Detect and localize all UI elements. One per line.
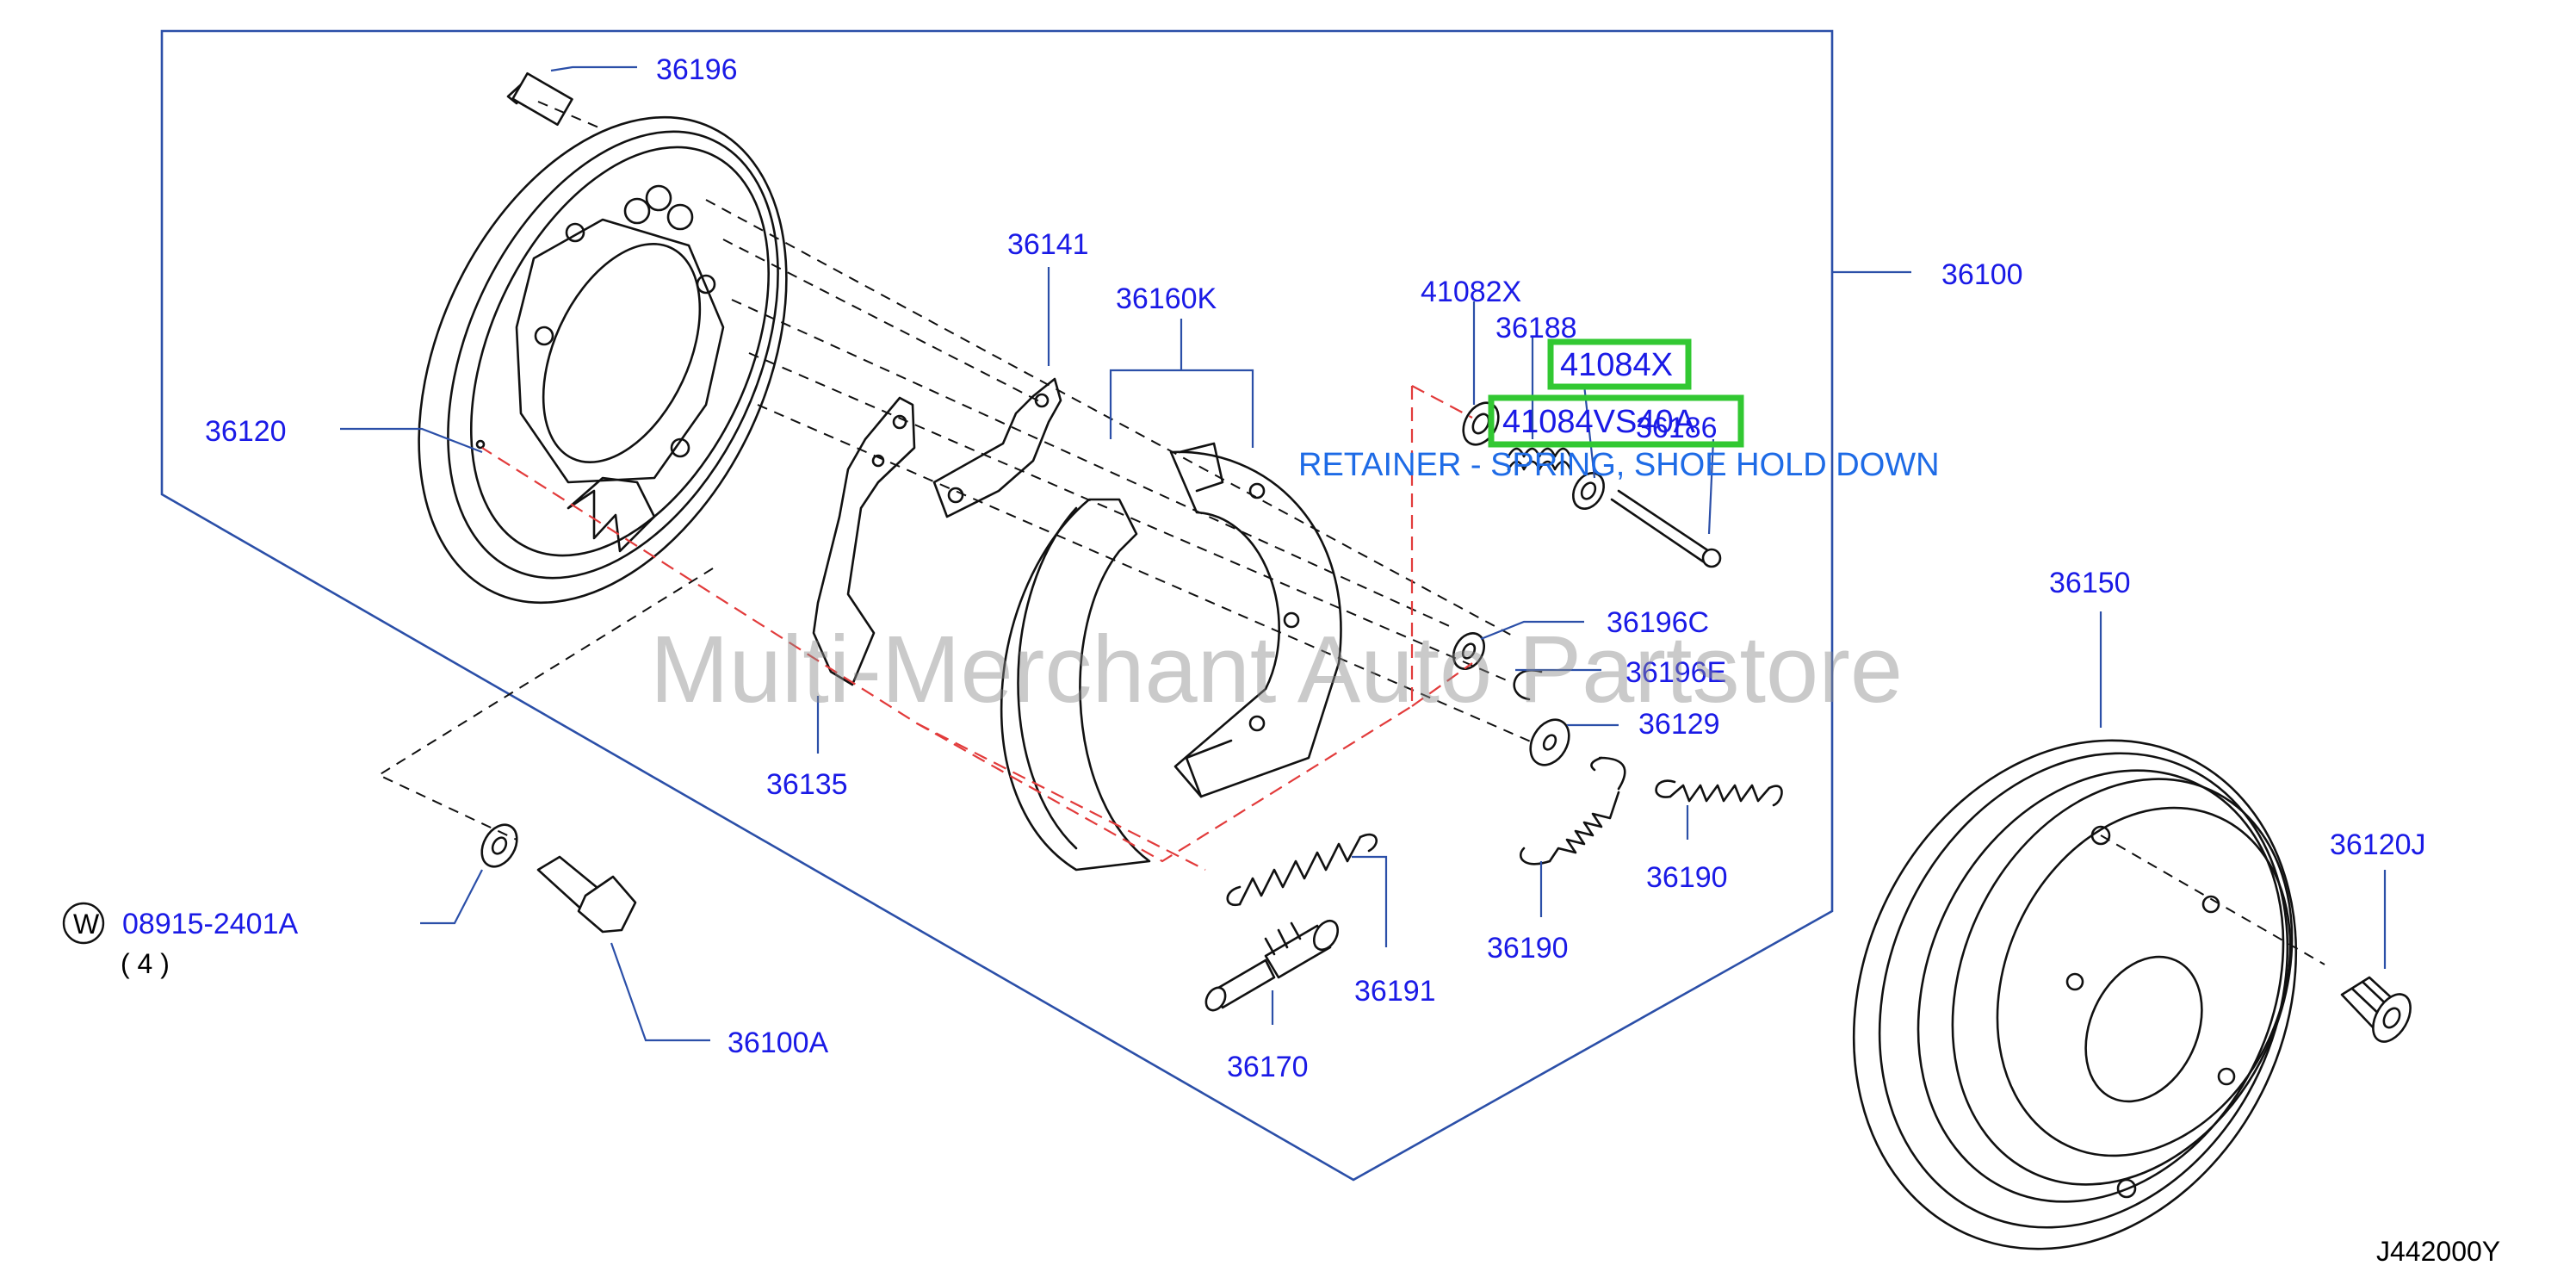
leader-lines	[340, 65, 2387, 1042]
assembly-frame	[160, 29, 1834, 1182]
highlight-box-41084x	[1547, 338, 1692, 390]
return-spring-right-part[interactable]	[1655, 779, 1783, 807]
diagram-code: J442000Y	[2376, 1236, 2500, 1267]
part-caption: RETAINER - SPRING, SHOE HOLD DOWN	[1298, 447, 1940, 483]
washer-36129-part[interactable]	[1523, 713, 1577, 772]
strut-36135-part[interactable]	[812, 396, 916, 686]
quantity-label: ( 4 )	[121, 948, 170, 979]
label-36191[interactable]: 36191	[1354, 975, 1436, 1008]
label-41084vs40a[interactable]: 41084VS40A	[1502, 404, 1696, 440]
washer-08915-part[interactable]	[474, 818, 523, 872]
red-alignment-lines	[481, 385, 1473, 871]
bolt-36196-part[interactable]	[506, 71, 573, 127]
label-36120[interactable]: 36120	[205, 415, 287, 448]
label-36120j[interactable]: 36120J	[2330, 828, 2426, 861]
brake-shoe-set-part[interactable]	[1000, 442, 1342, 872]
label-36190-lower[interactable]: 36190	[1487, 932, 1569, 965]
label-36150[interactable]: 36150	[2049, 567, 2131, 599]
label-36129[interactable]: 36129	[1638, 708, 1720, 741]
w-marker-letter: W	[73, 909, 100, 940]
lever-36141-part[interactable]	[932, 377, 1062, 518]
label-36190-right[interactable]: 36190	[1646, 861, 1728, 894]
brake-drum-part[interactable]	[1773, 667, 2377, 1278]
label-36186[interactable]: 36186	[1636, 412, 1718, 444]
label-36196e[interactable]: 36196E	[1625, 656, 1726, 689]
return-spring-upper-part[interactable]	[1519, 756, 1626, 865]
label-41084x[interactable]: 41084X	[1560, 347, 1673, 383]
retainer-41084x-part[interactable]	[1567, 468, 1610, 514]
bolt-36100a-part[interactable]	[536, 855, 637, 934]
hold-down-spring-part[interactable]	[1507, 447, 1572, 471]
label-36100[interactable]: 36100	[1941, 258, 2023, 291]
label-36188[interactable]: 36188	[1495, 312, 1577, 344]
label-36141[interactable]: 36141	[1007, 228, 1089, 261]
hold-down-pin-part[interactable]	[1610, 489, 1722, 568]
backing-plate-part[interactable]	[346, 59, 859, 662]
washer-36196c-part[interactable]	[1447, 628, 1490, 674]
w-marker-circle	[62, 902, 105, 945]
label-36196c[interactable]: 36196C	[1607, 606, 1709, 639]
adjuster-36170-part[interactable]	[1202, 916, 1342, 1014]
label-08915-2401a[interactable]: 08915-2401A	[122, 908, 299, 940]
screw-36120j-part[interactable]	[2340, 976, 2418, 1048]
highlight-box-41084vs40a	[1488, 394, 1744, 448]
label-36100a[interactable]: 36100A	[728, 1027, 829, 1059]
label-36160k[interactable]: 36160K	[1116, 282, 1217, 315]
adjuster-spring-part[interactable]	[1226, 833, 1378, 907]
label-36196[interactable]: 36196	[656, 53, 738, 86]
watermark: Multi-Merchant Auto Partstore	[650, 617, 1903, 723]
label-36135[interactable]: 36135	[766, 768, 848, 801]
label-36170[interactable]: 36170	[1227, 1051, 1309, 1083]
label-41082x[interactable]: 41082X	[1421, 276, 1521, 308]
